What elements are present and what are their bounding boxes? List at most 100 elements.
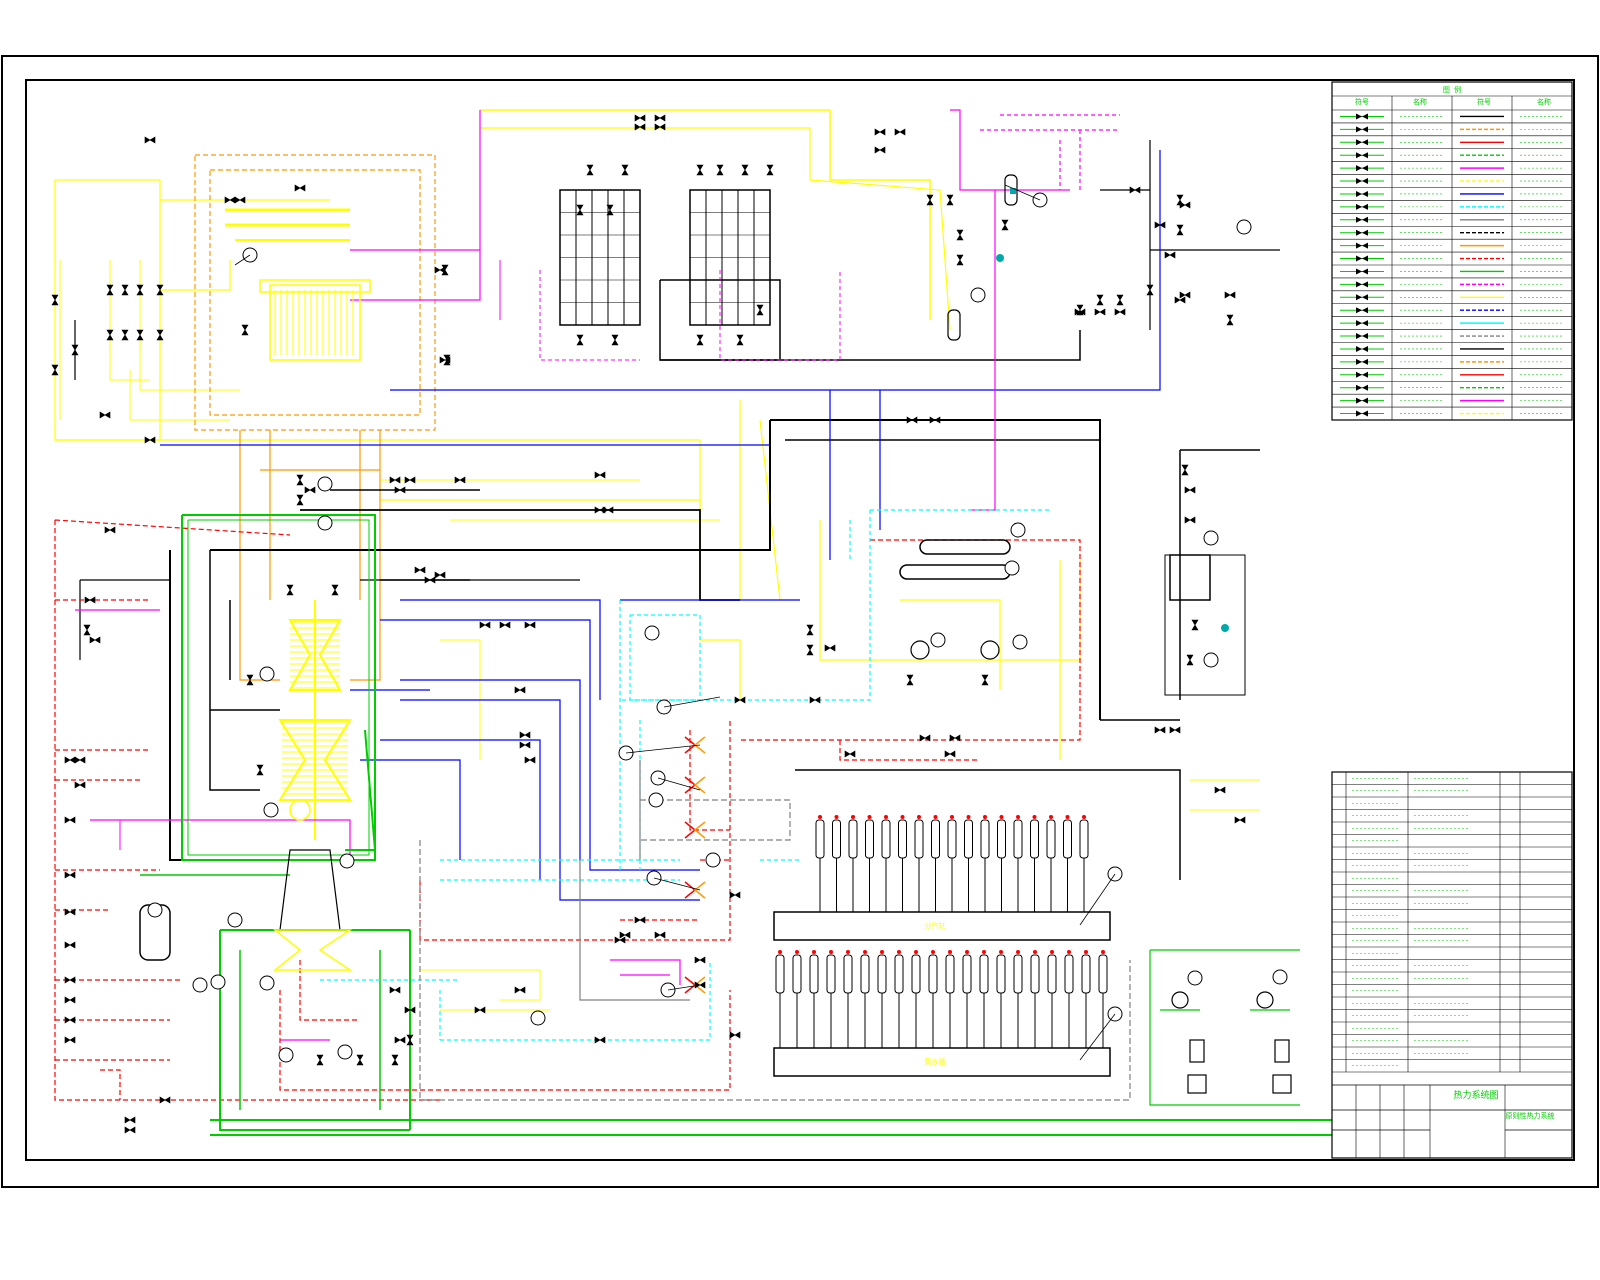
valve-icon [424,576,436,584]
legend-valve-icon [1356,410,1368,417]
pipe-line [400,699,700,901]
valve-body [576,204,584,216]
pipe-line [440,960,711,1041]
valve-body [414,566,426,574]
legend-valve-icon [1356,216,1368,223]
valve-icon [621,164,629,176]
valve-icon [602,506,614,514]
valve-body [806,644,814,656]
upper-header-tank [881,819,891,859]
pipe-line [54,520,440,1101]
valve-icon [64,996,76,1004]
valve-icon [949,734,961,742]
valve-body [99,411,111,419]
valve-body [519,731,531,739]
balloon-circle [278,1047,294,1063]
valve-body [594,506,606,514]
balloon-circle [259,975,275,991]
legend-valve-icon [1356,229,1368,236]
valve-body [121,284,129,296]
valve-body [389,986,401,994]
valve-body [304,486,316,494]
lower-header-tank [826,954,836,994]
valve-icon [246,674,254,686]
valve-body [156,329,164,341]
valve-icon [64,816,76,824]
valve-body [741,164,749,176]
valve-body [64,1036,76,1044]
exchanger-zigzag [693,776,706,794]
lower-header-cap [1016,950,1020,954]
valve-icon [654,931,666,939]
lower-header-tank [1030,954,1040,994]
inner-frame [25,79,1575,1161]
valve-body [926,194,934,206]
valve-icon [389,476,401,484]
valve-body [479,621,491,629]
title-block-rows [1332,772,1572,1158]
valve-icon [696,334,704,346]
pipe-line [299,960,360,1021]
pipe-line [819,520,1081,661]
valve-icon [1001,219,1009,231]
valve-body [64,908,76,916]
balloon-circle [1272,969,1288,985]
valve-icon [594,471,606,479]
valve-icon [1179,201,1191,209]
leader-line [1079,873,1116,926]
upper-header-tank [997,819,1006,859]
lower-header-tank [979,954,989,994]
valve-body [296,474,304,486]
pipe-line [239,430,280,681]
valve-icon [1214,786,1226,794]
leader-line [625,744,701,754]
valve-body [1094,308,1106,316]
valve-icon [956,229,964,241]
valve-icon [741,164,749,176]
lower-header-tank [843,954,853,994]
valve-body [514,986,526,994]
valve-body [634,114,646,122]
valve-body [316,1054,324,1066]
legend-valve-icon [1356,384,1368,391]
exchanger-zigzag [693,736,706,754]
valve-icon [824,644,836,652]
pipe-line [610,959,681,985]
valve-icon [809,696,821,704]
valve-icon [304,486,316,494]
legend-valve-icon [1356,152,1368,159]
lower-header-tank [1047,954,1057,994]
valve-body [594,471,606,479]
valve-body [1076,304,1084,316]
balloon-circle [317,515,333,531]
valve-body [106,329,114,341]
valve-icon [241,324,249,336]
lower-header-tank [860,954,870,994]
valve-body [121,329,129,341]
upper-header-tank [848,819,858,859]
pipe-line [629,614,701,701]
lower-header-cap [778,950,782,954]
valve-body [64,976,76,984]
valve-icon [404,1006,416,1014]
balloon-circle [339,853,355,869]
valve-body [1114,308,1126,316]
lower-header-cap [829,950,833,954]
valve-body [586,164,594,176]
valve-icon [894,128,906,136]
upper-header-cap [818,815,822,819]
valve-body [74,756,86,764]
pipe-line [795,769,1181,880]
upper-header-tank [947,819,957,859]
valve-icon [74,781,86,789]
valve-icon [434,571,446,579]
valve-icon [64,908,76,916]
legend-valve-icon [1356,371,1368,378]
valve-icon [64,871,76,879]
lower-header-cap [795,950,799,954]
pipe-line [620,510,871,701]
legend-valve-icon [1356,294,1368,301]
pump-symbol [910,640,930,660]
lower-header-cap [982,950,986,954]
valve-body [634,123,646,131]
